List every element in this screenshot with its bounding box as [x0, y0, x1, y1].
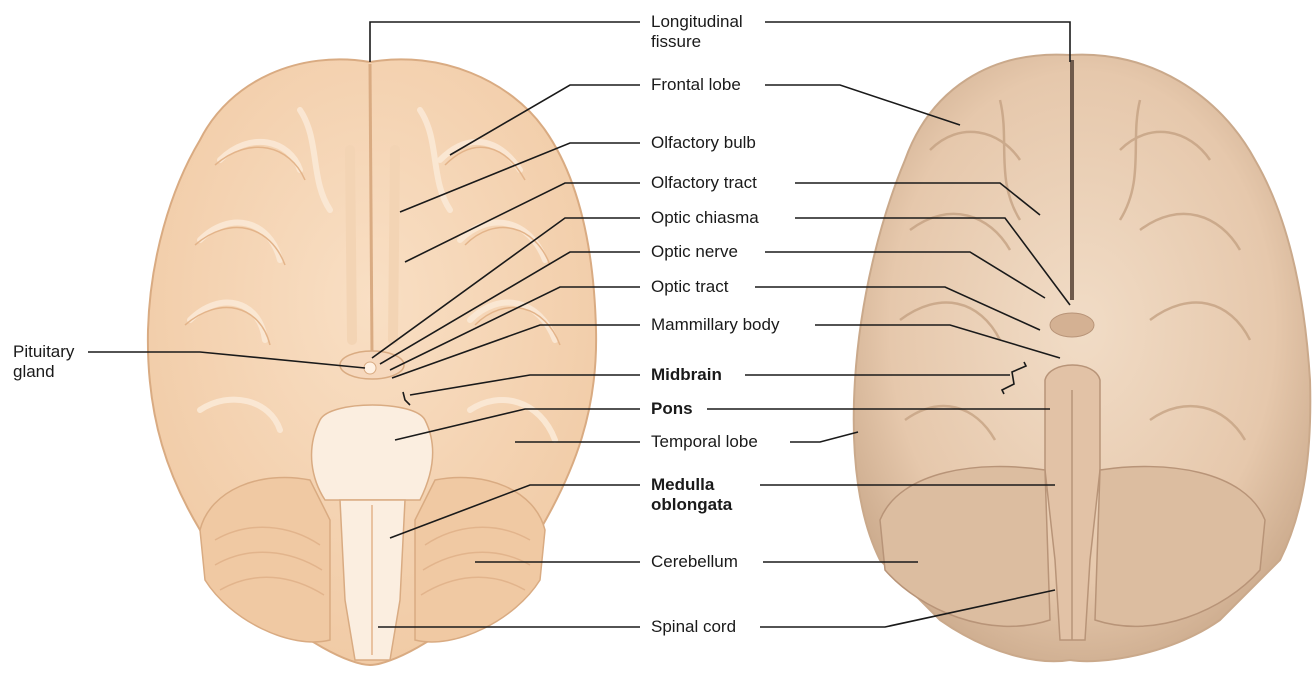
label-spinal-cord: Spinal cord: [648, 617, 739, 637]
brain-photo: [854, 55, 1311, 662]
label-medulla-line1: Medulla: [648, 475, 717, 495]
label-longitudinal-fissure: Longitudinal fissure: [648, 12, 749, 52]
label-cerebellum: Cerebellum: [648, 552, 741, 572]
label-pituitary-line2: gland: [10, 362, 58, 382]
label-longitudinal-fissure-line1: Longitudinal: [648, 12, 746, 32]
label-midbrain: Midbrain: [648, 365, 725, 385]
label-optic-tract: Optic tract: [648, 277, 731, 297]
label-temporal-lobe: Temporal lobe: [648, 432, 761, 452]
cerebellum-illustration: [200, 477, 330, 641]
label-mammillary-body: Mammillary body: [648, 315, 782, 335]
label-longitudinal-fissure-line2: fissure: [648, 32, 704, 52]
pons-illustration: [312, 405, 433, 500]
label-pituitary-gland: Pituitary gland: [10, 342, 80, 382]
label-frontal-lobe: Frontal lobe: [648, 75, 744, 95]
label-pituitary-line1: Pituitary: [10, 342, 77, 362]
label-optic-nerve: Optic nerve: [648, 242, 741, 262]
label-medulla-line2: oblongata: [648, 495, 735, 515]
label-pons: Pons: [648, 399, 696, 419]
label-olfactory-tract: Olfactory tract: [648, 173, 760, 193]
label-medulla-oblongata: Medulla oblongata: [648, 475, 738, 515]
label-optic-chiasma: Optic chiasma: [648, 208, 762, 228]
label-olfactory-bulb: Olfactory bulb: [648, 133, 759, 153]
brain-illustration: [148, 59, 596, 665]
